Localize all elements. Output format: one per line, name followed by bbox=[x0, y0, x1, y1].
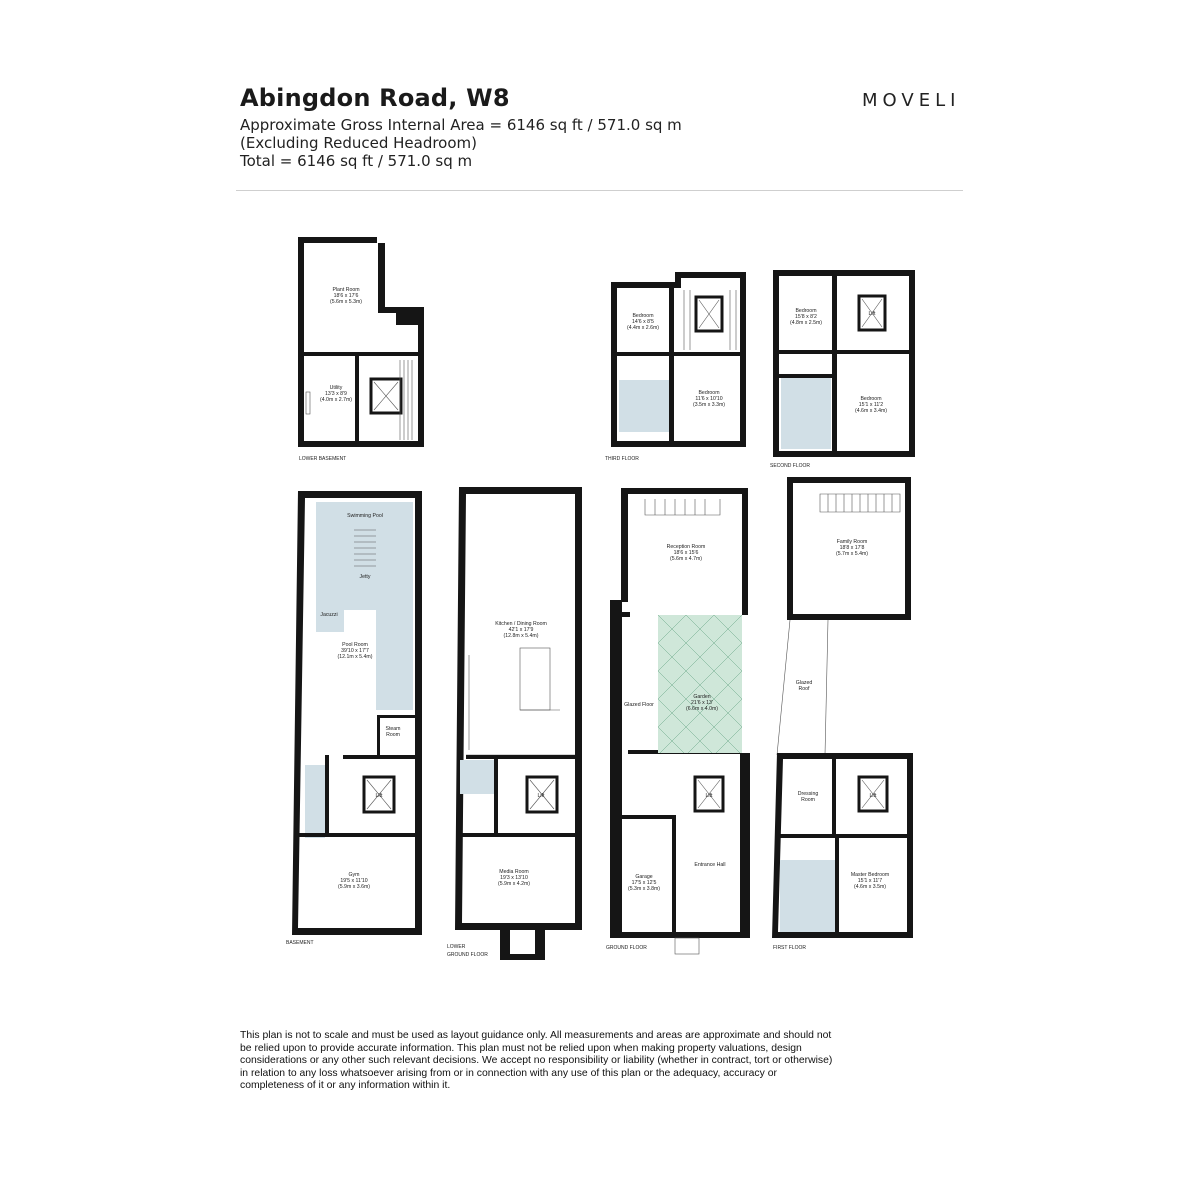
steam-room-label-2: Room bbox=[386, 732, 400, 738]
jetty-label: Jetty bbox=[360, 574, 371, 580]
utility-size: 13'3 x 8'9 bbox=[325, 391, 347, 397]
basement-plan: Swimming Pool Jetty Jacuzzi Pool Room 39… bbox=[286, 491, 422, 946]
disclaimer-text: This plan is not to scale and must be us… bbox=[240, 1030, 833, 1092]
pool-room-label: Pool Room bbox=[342, 642, 368, 648]
lower-ground-lift-label: Lift bbox=[538, 793, 545, 799]
entrance-hall-label: Entrance Hall bbox=[694, 862, 725, 868]
glazed-roof-label-1: Glazed bbox=[796, 680, 813, 686]
third-floor-plan: Bedroom 14'6 x 8'5 (4.4m x 2.6m) Bedroom… bbox=[605, 272, 746, 462]
third-bedroom-1-size: 14'6 x 8'5 bbox=[632, 319, 654, 325]
jacuzzi-label: Jacuzzi bbox=[320, 612, 337, 618]
utility-metric: (4.0m x 2.7m) bbox=[320, 397, 352, 403]
glazed-roof-label-2: Roof bbox=[799, 686, 811, 692]
first-floor-plan: Family Room 18'8 x 17'8 (5.7m x 5.4m) Gl… bbox=[772, 477, 913, 951]
third-bedroom-1-label: Bedroom bbox=[632, 313, 653, 319]
lower-basement-plan: Plant Room 18'6 x 17'6 (5.6m x 5.3m) Uti… bbox=[298, 237, 424, 462]
ground-lift-label: Lift bbox=[706, 793, 713, 799]
kitchen-metric: (12.8m x 5.4m) bbox=[504, 633, 539, 639]
garden-label: Garden bbox=[693, 694, 710, 700]
family-room-label: Family Room bbox=[837, 539, 868, 545]
lower-ground-label-1: LOWER bbox=[447, 944, 466, 950]
garage-label: Garage bbox=[635, 874, 652, 880]
garage-metric: (5.3m x 3.8m) bbox=[628, 886, 660, 892]
second-bedroom-2-label: Bedroom bbox=[860, 396, 881, 402]
media-room-label: Media Room bbox=[499, 869, 528, 875]
second-bedroom-1-label: Bedroom bbox=[795, 308, 816, 314]
basement-lift-label: Lift bbox=[376, 793, 383, 799]
kitchen-label: Kitchen / Dining Room bbox=[495, 621, 547, 627]
family-room-metric: (5.7m x 5.4m) bbox=[836, 551, 868, 557]
media-room-size: 19'3 x 13'10 bbox=[500, 875, 528, 881]
reception-label: Reception Room bbox=[667, 544, 706, 550]
property-title: Abingdon Road, W8 bbox=[240, 84, 510, 112]
second-bedroom-2-metric: (4.6m x 3.4m) bbox=[855, 408, 887, 414]
second-floor-label: SECOND FLOOR bbox=[770, 463, 810, 469]
garden-metric: (6.6m x 4.0m) bbox=[686, 706, 718, 712]
second-bedroom-1-metric: (4.8m x 2.5m) bbox=[790, 320, 822, 326]
total-area-line: Total = 6146 sq ft / 571.0 sq m bbox=[240, 152, 473, 170]
third-bedroom-1-metric: (4.4m x 2.6m) bbox=[627, 325, 659, 331]
master-bedroom-size: 15'1 x 11'7 bbox=[858, 878, 882, 884]
third-bedroom-2-label: Bedroom bbox=[698, 390, 719, 396]
swimming-pool-label: Swimming Pool bbox=[347, 513, 383, 519]
dressing-room-label-1: Dressing bbox=[798, 791, 819, 797]
second-bedroom-1-size: 15'8 x 8'2 bbox=[795, 314, 817, 320]
second-bedroom-2-size: 15'1 x 11'2 bbox=[859, 402, 883, 408]
utility-label: Utility bbox=[330, 385, 343, 391]
third-bedroom-2-size: 11'6 x 10'10 bbox=[695, 396, 722, 402]
pool-room-metric: (12.1m x 5.4m) bbox=[338, 654, 373, 660]
dressing-room-label-2: Room bbox=[801, 797, 815, 803]
reception-metric: (5.6m x 4.7m) bbox=[670, 556, 702, 562]
second-lift-label: Lift bbox=[869, 311, 876, 317]
brand-logo: MOVELI bbox=[862, 90, 961, 111]
lower-ground-floor-plan: Kitchen / Dining Room 42'1 x 17'9 (12.8m… bbox=[447, 487, 582, 960]
master-bedroom-metric: (4.6m x 3.5m) bbox=[854, 884, 886, 890]
first-floor-label: FIRST FLOOR bbox=[773, 945, 806, 951]
kitchen-size: 42'1 x 17'9 bbox=[509, 627, 534, 633]
headroom-note: (Excluding Reduced Headroom) bbox=[240, 134, 477, 152]
reception-size: 18'6 x 15'6 bbox=[674, 550, 699, 556]
third-bedroom-2-metric: (3.5m x 3.3m) bbox=[693, 402, 725, 408]
header-divider bbox=[236, 190, 963, 191]
garden-size: 21'6 x 13' bbox=[691, 700, 713, 706]
media-room-metric: (5.9m x 4.2m) bbox=[498, 881, 530, 887]
gym-label: Gym bbox=[349, 872, 360, 878]
master-bedroom-label: Master Bedroom bbox=[851, 872, 889, 878]
glazed-floor-label: Glazed Floor bbox=[624, 702, 654, 708]
gym-metric: (5.9m x 3.6m) bbox=[338, 884, 370, 890]
garage-size: 17'5 x 12'5 bbox=[632, 880, 657, 886]
plant-room-size: 18'6 x 17'6 bbox=[334, 293, 359, 299]
second-floor-plan: Bedroom 15'8 x 8'2 (4.8m x 2.5m) Lift Be… bbox=[770, 270, 915, 469]
lower-ground-label-2: GROUND FLOOR bbox=[447, 952, 488, 958]
plant-room-metric: (5.6m x 5.3m) bbox=[330, 299, 362, 305]
pool-room-size: 39'10 x 17'7 bbox=[341, 648, 369, 654]
steam-room-label-1: Steam bbox=[386, 726, 401, 732]
gym-size: 19'5 x 11'10 bbox=[340, 878, 367, 884]
ground-floor-label: GROUND FLOOR bbox=[606, 945, 647, 951]
plant-room-label: Plant Room bbox=[332, 287, 359, 293]
basement-label: BASEMENT bbox=[286, 940, 314, 946]
ground-floor-plan: Reception Room 18'6 x 15'6 (5.6m x 4.7m)… bbox=[606, 488, 750, 955]
gross-area-line: Approximate Gross Internal Area = 6146 s… bbox=[240, 116, 682, 134]
third-floor-label: THIRD FLOOR bbox=[605, 456, 639, 462]
first-lift-label: Lift bbox=[870, 793, 877, 799]
lower-basement-label: LOWER BASEMENT bbox=[299, 456, 346, 462]
family-room-size: 18'8 x 17'8 bbox=[840, 545, 865, 551]
